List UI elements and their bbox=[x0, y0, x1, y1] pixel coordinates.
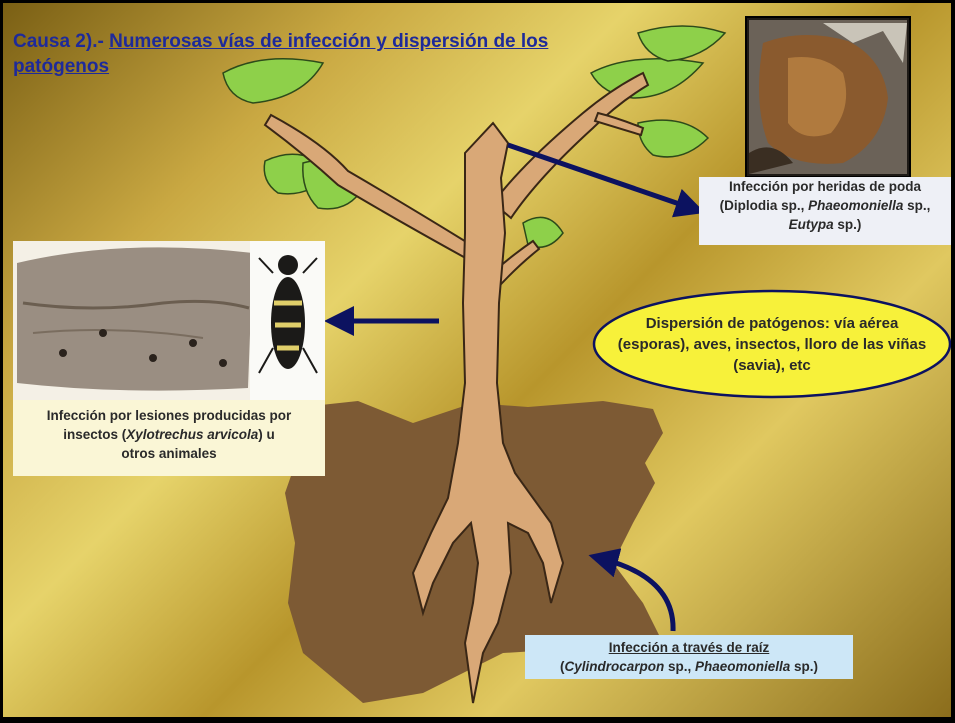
caption-text: sp., bbox=[664, 659, 695, 674]
leaf bbox=[638, 120, 708, 157]
caption-text: sp.) bbox=[790, 659, 818, 674]
caption-line: Infección por lesiones producidas por bbox=[13, 400, 325, 425]
caption-species: Eutypa bbox=[789, 217, 834, 232]
caption-species: Cylindrocarpon bbox=[564, 659, 664, 674]
leaf bbox=[638, 26, 725, 61]
caption-line: Infección a través de raíz bbox=[525, 635, 853, 657]
caption-species: Xylotrechus arvicola bbox=[126, 427, 258, 442]
caption-text: sp.) bbox=[834, 217, 862, 232]
leaf bbox=[591, 59, 703, 98]
pruning-wound-caption: Infección por heridas de poda (Diplodia … bbox=[699, 177, 951, 245]
caption-species: Phaeomoniella bbox=[808, 198, 903, 213]
caption-line: Infección por heridas de poda bbox=[699, 177, 951, 196]
root-infection-caption: Infección a través de raíz (Cylindrocarp… bbox=[525, 635, 853, 679]
caption-text: ) u bbox=[258, 427, 275, 442]
caption-text: (Diplodia sp., bbox=[720, 198, 809, 213]
caption-text: insectos ( bbox=[63, 427, 126, 442]
dispersal-text: Dispersión de patógenos: vía aérea (espo… bbox=[613, 313, 931, 376]
caption-line: Eutypa sp.) bbox=[699, 215, 951, 234]
insect-damage-photo bbox=[13, 241, 325, 400]
caption-text: sp., bbox=[903, 198, 930, 213]
caption-line: (Diplodia sp., Phaeomoniella sp., bbox=[699, 196, 951, 215]
caption-line: insectos (Xylotrechus arvicola) u bbox=[13, 425, 325, 444]
pruning-wound-photo bbox=[746, 17, 910, 177]
page-title: Causa 2).- Numerosas vías de infección y… bbox=[13, 29, 573, 79]
caption-line: otros animales bbox=[13, 444, 325, 463]
caption-species: Phaeomoniella bbox=[695, 659, 790, 674]
dispersal-ellipse: Dispersión de patógenos: vía aérea (espo… bbox=[591, 288, 952, 400]
title-lead: Causa 2).- bbox=[13, 31, 109, 52]
caption-line: (Cylindrocarpon sp., Phaeomoniella sp.) bbox=[525, 657, 853, 676]
insect-damage-caption: Infección por lesiones producidas por in… bbox=[13, 400, 325, 476]
